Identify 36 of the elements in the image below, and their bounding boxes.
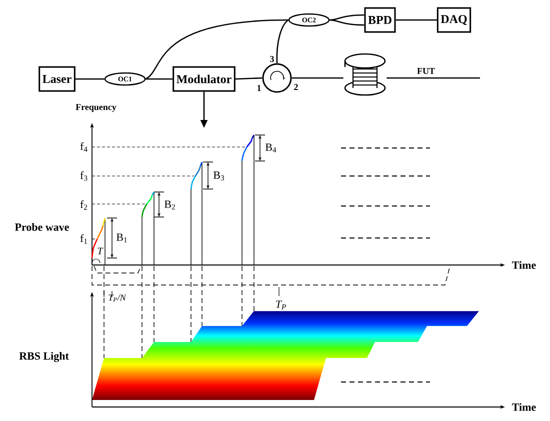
- axis-title: Time: [512, 261, 536, 269]
- fiber-line: [146, 78, 173, 80]
- frequency-label: f$_{1}$: [80, 234, 88, 244]
- duration-label: T$_{P}$: [276, 300, 286, 310]
- duration-label: T: [98, 248, 104, 254]
- axis-title: Frequency: [76, 104, 116, 112]
- frequency-label: f$_{4}$: [80, 142, 88, 152]
- port-number: 3: [270, 56, 274, 62]
- component-box: Laser: [38, 66, 76, 92]
- fiber-line: [75, 78, 104, 80]
- port-number: 1: [257, 85, 261, 91]
- fiber-line: [276, 20, 289, 64]
- circulator-symbol: [262, 63, 292, 93]
- axis-title: Time: [512, 403, 536, 411]
- row-label: RBS Light: [19, 352, 69, 362]
- fiber-line: [330, 14, 364, 21]
- fiber-line: [330, 19, 364, 26]
- port-number: 2: [294, 84, 298, 90]
- bandwidth-label: B$_{1}$: [116, 234, 127, 242]
- row-label: Probe wave: [14, 223, 69, 231]
- bandwidth-label: B$_{3}$: [213, 172, 224, 180]
- frequency-label: f$_{2}$: [80, 200, 88, 210]
- fiber-line: [235, 77, 262, 80]
- fiber-coil-drawing: [344, 53, 386, 96]
- fiber-line: [386, 77, 480, 79]
- component-box: Modulator: [172, 66, 236, 92]
- frequency-label: f$_{3}$: [80, 171, 88, 181]
- port-number: FUT: [417, 68, 435, 74]
- bandwidth-label: B$_{4}$: [265, 144, 276, 152]
- fiber-line: [292, 77, 344, 79]
- duration-label: T$_{P}$/N: [108, 294, 126, 302]
- fiber-line: [145, 19, 288, 80]
- component-box: BPD: [364, 7, 396, 33]
- component-box: DAQ: [436, 7, 472, 33]
- bandwidth-label: B$_{2}$: [164, 200, 175, 210]
- fiber-line: [396, 19, 437, 21]
